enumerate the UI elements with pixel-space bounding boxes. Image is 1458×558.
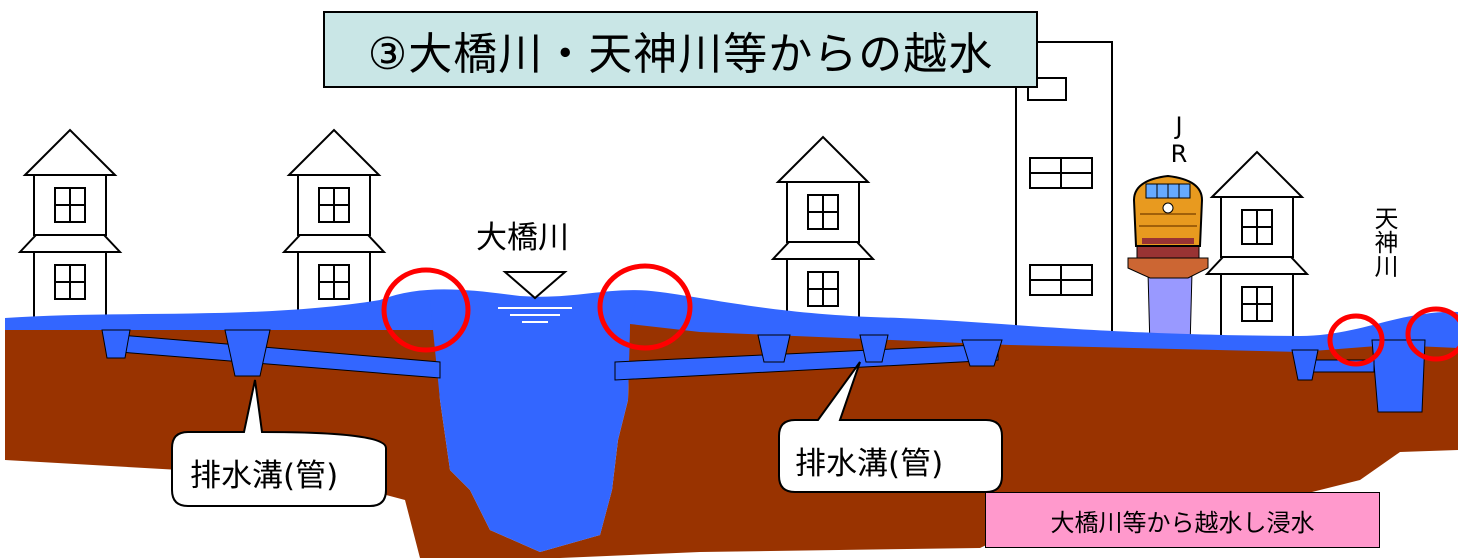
- ground-soil: [5, 324, 1458, 558]
- label-tenjin-river: 天神川: [1370, 206, 1398, 278]
- river-channel-water: [430, 300, 636, 552]
- callout-drain-left: 排水溝(管): [190, 458, 339, 494]
- overflow-marker-1: [381, 267, 471, 353]
- overflow-marker-4: [1405, 306, 1458, 362]
- overflow-marker-3: [1327, 313, 1385, 367]
- callout-bubble-right: [778, 361, 1003, 493]
- callout-bubble-left: [171, 379, 387, 507]
- overflow-marker-2: [597, 263, 693, 351]
- overflow-markers: [381, 263, 1458, 367]
- label-jr: JR: [1165, 112, 1193, 168]
- jr-elevated-track: [1127, 239, 1209, 349]
- drain-pipes-left: [101, 329, 441, 379]
- callout-drain-right: 排水溝(管): [795, 446, 944, 482]
- diagram-title: ③大橋川・天神川等からの越水: [323, 11, 1038, 88]
- drain-pipes-middle: [614, 334, 1003, 381]
- train-icon: [1132, 174, 1204, 247]
- label-ohashi-river: 大橋川: [476, 220, 569, 256]
- apartment-building: [1015, 41, 1113, 355]
- flood-note: 大橋川等から越水し浸水: [985, 492, 1380, 548]
- water-level-marker: [498, 271, 572, 323]
